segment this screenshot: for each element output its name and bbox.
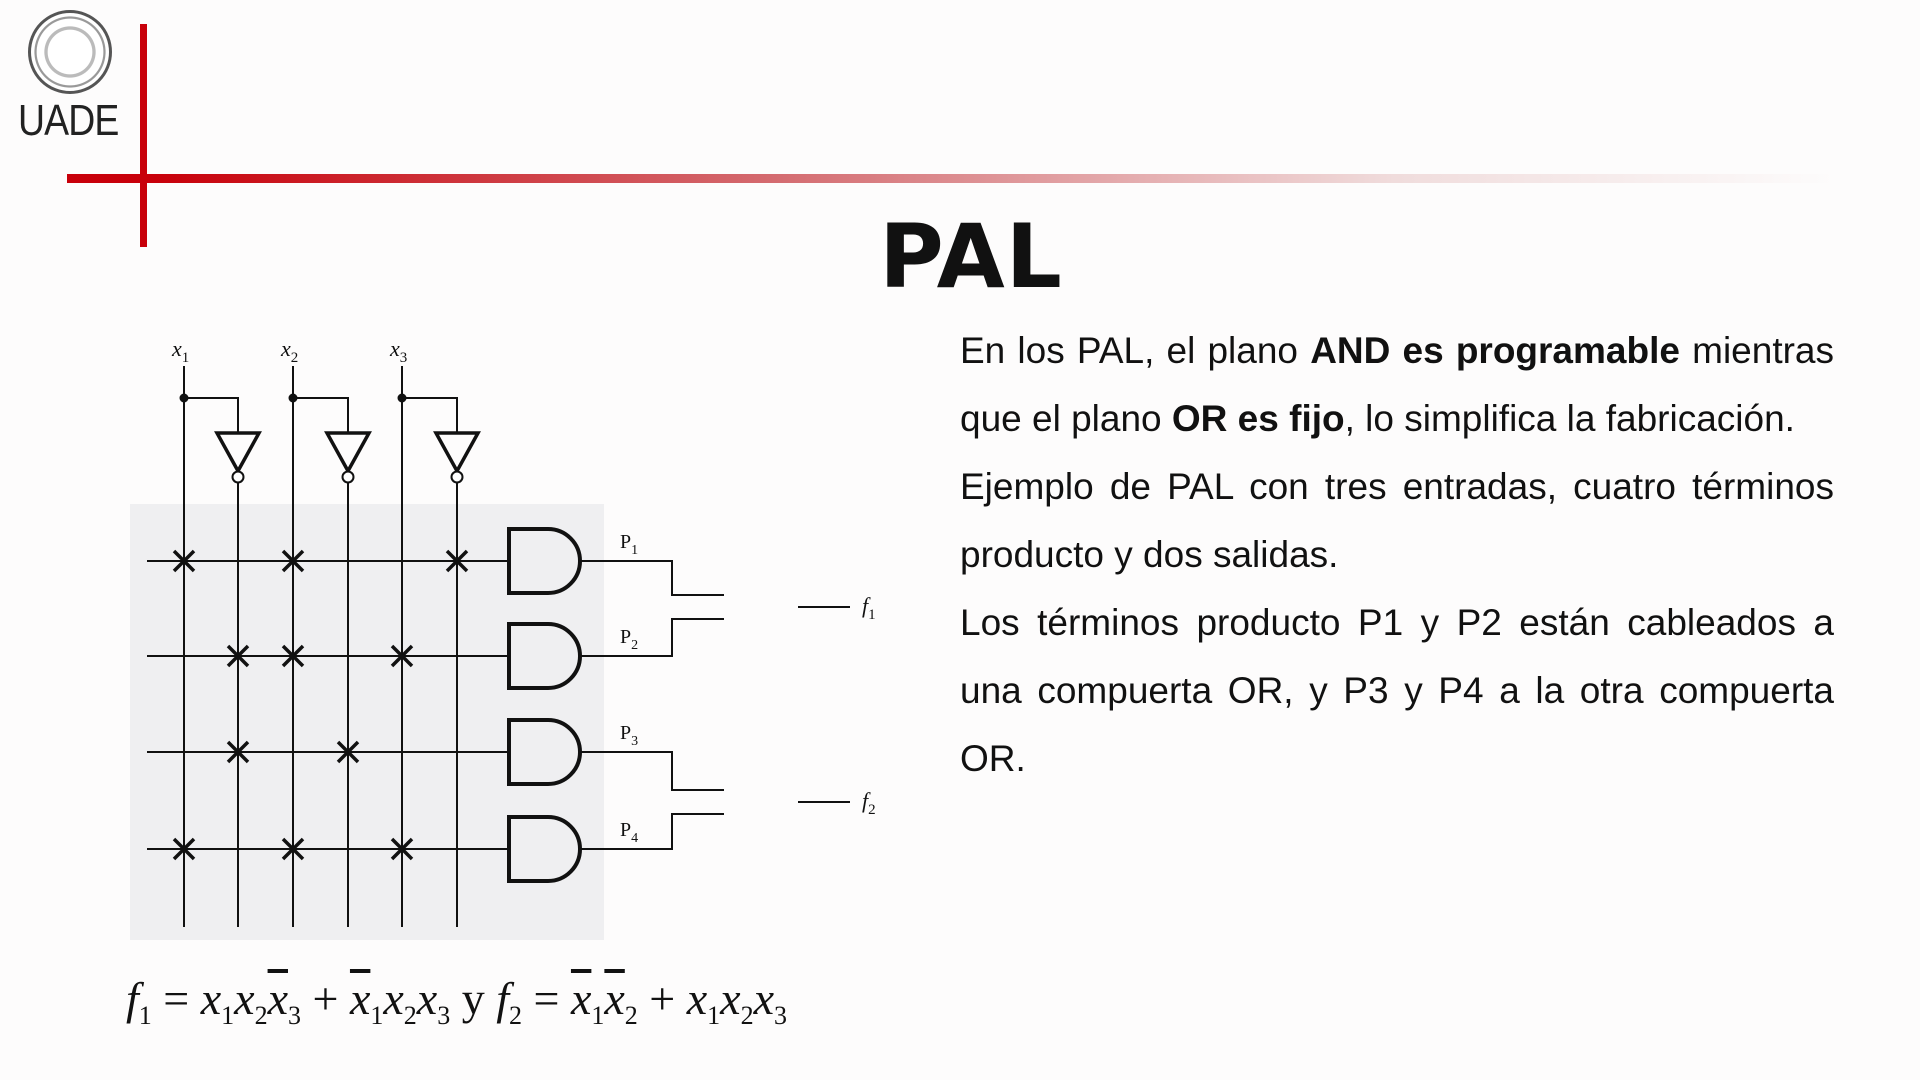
inverter-bubble (231, 470, 245, 484)
and-gate-icon (507, 815, 582, 883)
output-label-sub: 2 (868, 802, 876, 818)
inverter-input-wire (184, 397, 239, 433)
product-label-sub: 4 (631, 831, 638, 846)
red-vertical-rule (140, 24, 147, 247)
inverter-icon (214, 431, 262, 475)
crosspoint-x-mark (281, 837, 305, 861)
input-label: x1 (171, 336, 189, 366)
slide-title: PAL (879, 205, 1063, 308)
inverter-input-wire (293, 397, 349, 433)
product-wire (580, 618, 724, 657)
university-seal-logo (28, 10, 112, 94)
output-label-sub: 1 (868, 607, 876, 623)
uade-logo-text: UADE (18, 96, 119, 145)
product-label: P2 (620, 626, 638, 653)
paragraph-2: Ejemplo de PAL con tres entradas, cuatro… (960, 466, 1834, 575)
paragraph-3: Los términos producto P1 y P2 están cabl… (960, 602, 1834, 779)
input-label-sub: 3 (400, 350, 408, 366)
product-wire (580, 560, 724, 596)
paragraph-1: En los PAL, el plano AND es programable … (960, 317, 1834, 453)
product-label: P3 (620, 722, 638, 749)
crosspoint-x-mark (226, 740, 250, 764)
product-label: P4 (620, 819, 638, 846)
input-label: x3 (389, 336, 407, 366)
text: En los PAL, el plano (960, 330, 1311, 371)
crosspoint-x-mark (281, 549, 305, 573)
product-label-sub: 3 (631, 734, 638, 749)
and-gate-icon (507, 622, 582, 690)
crosspoint-x-mark (445, 549, 469, 573)
inverter-bubble (341, 470, 355, 484)
crosspoint-x-mark (172, 549, 196, 573)
and-gate-icon (507, 527, 582, 595)
product-label: P1 (620, 531, 638, 558)
inverter-input-wire (402, 397, 458, 433)
red-horizontal-rule (67, 174, 1837, 183)
crosspoint-x-mark (281, 644, 305, 668)
product-label-sub: 1 (631, 543, 638, 558)
boolean-formula: f1 = x1x2x3 + x1x2x3 y f2 = x1x2 + x1x2x… (126, 973, 788, 1030)
product-label-sub: 2 (631, 638, 638, 653)
slide-body-text: En los PAL, el plano AND es programable … (960, 317, 1834, 793)
input-label: x2 (280, 336, 298, 366)
product-wire (580, 813, 724, 850)
output-label: f2 (862, 788, 876, 818)
input-label-sub: 2 (291, 350, 299, 366)
bold-text: OR es fijo (1171, 398, 1345, 439)
text: , lo simplifica la fabricación. (1344, 398, 1795, 439)
crosspoint-x-mark (172, 837, 196, 861)
inverter-icon (324, 431, 372, 475)
crosspoint-x-mark (390, 837, 414, 861)
crosspoint-x-mark (226, 644, 250, 668)
crosspoint-x-mark (336, 740, 360, 764)
inverter-icon (433, 431, 481, 475)
output-label: f1 (862, 593, 876, 623)
bold-text: AND es programable (1310, 330, 1680, 371)
inverter-bubble (450, 470, 464, 484)
and-gate-icon (507, 718, 582, 786)
input-label-sub: 1 (182, 350, 190, 366)
text: mientras que el plano (960, 330, 1834, 439)
product-wire (580, 751, 724, 791)
crosspoint-x-mark (390, 644, 414, 668)
